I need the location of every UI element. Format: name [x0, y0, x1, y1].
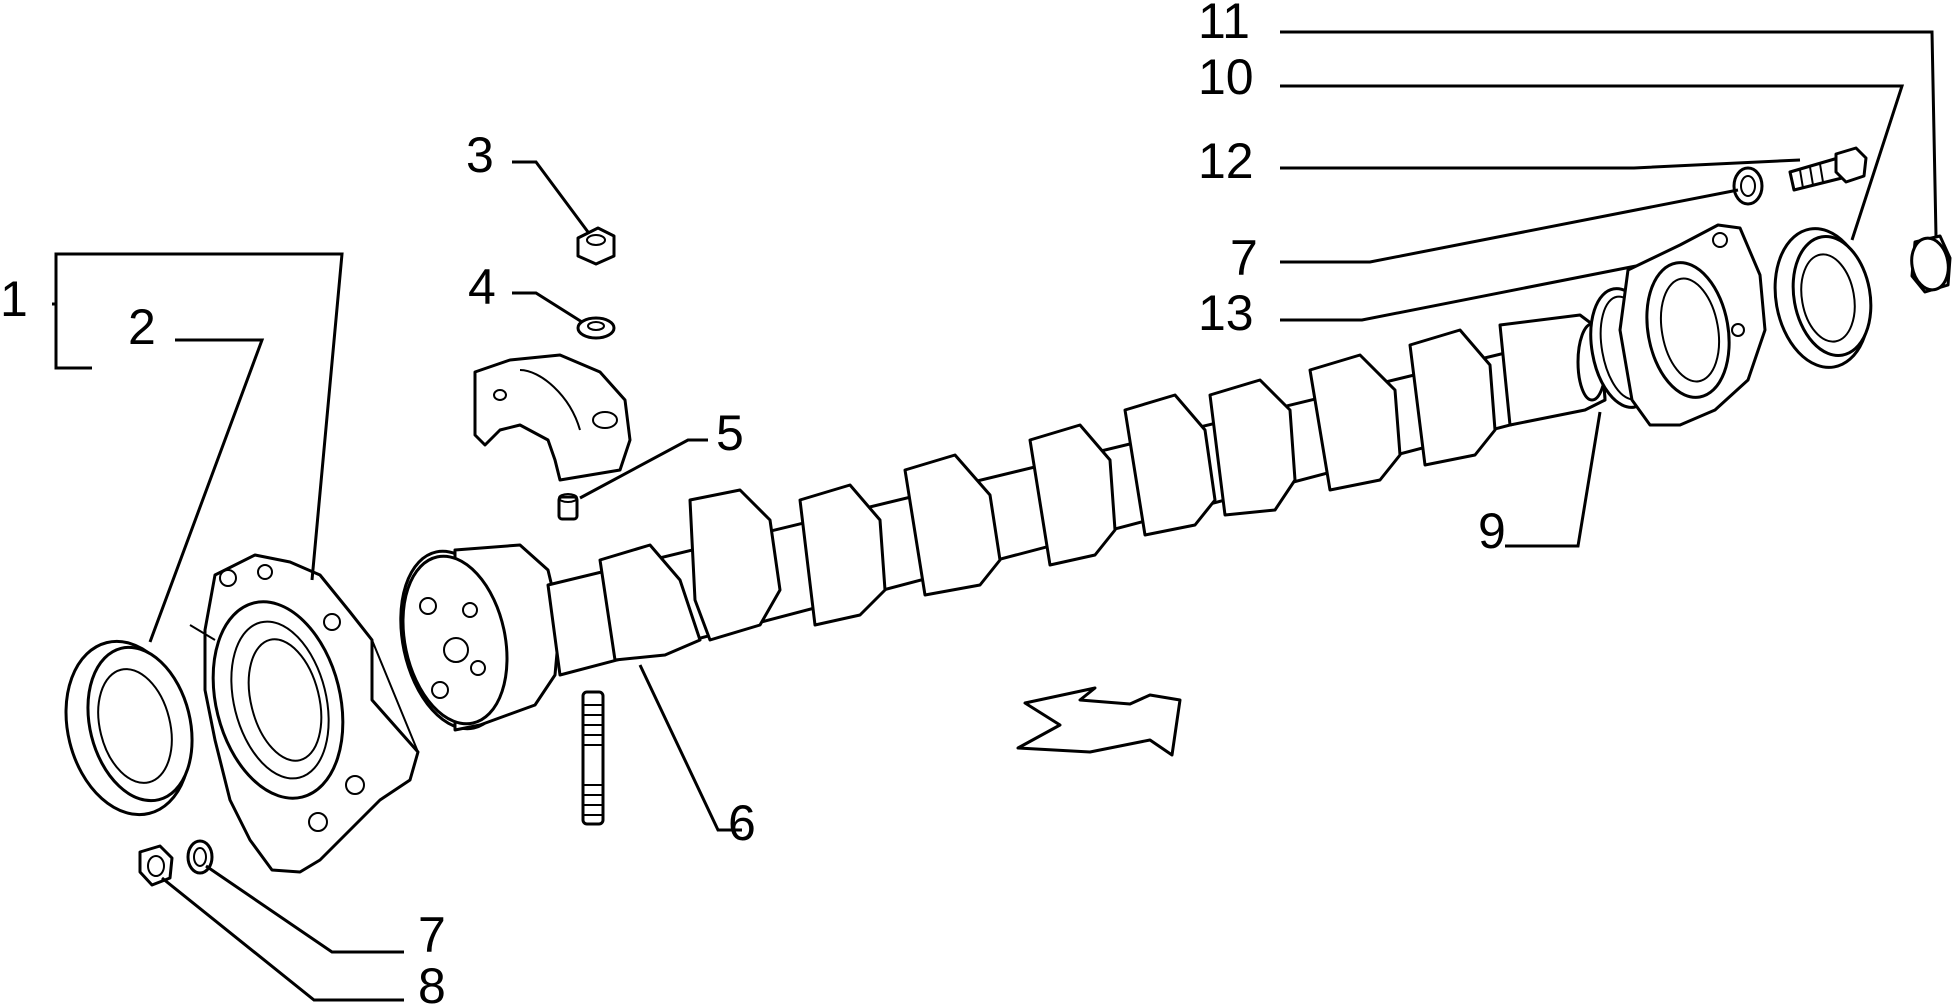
callout-12: 12 — [1198, 133, 1254, 189]
direction-arrow-icon — [1016, 686, 1182, 757]
callout-6: 6 — [728, 795, 756, 851]
callout-7-top: 7 — [1230, 230, 1258, 286]
top-right-washer — [1732, 166, 1764, 206]
callout-10: 10 — [1198, 49, 1254, 105]
bottom-left-washer — [186, 839, 214, 875]
bottom-left-nut — [138, 844, 174, 887]
dowel-pin — [557, 493, 579, 521]
callout-1: 1 — [0, 271, 28, 327]
leader-lines — [52, 30, 1938, 1002]
bolt — [1788, 146, 1868, 192]
bearing-cap — [473, 353, 632, 482]
camshaft — [399, 313, 1608, 732]
callout-7-bottom: 7 — [418, 907, 446, 963]
cap-nut — [576, 226, 616, 266]
callout-4: 4 — [468, 259, 496, 315]
left-camshaft-housing — [189, 553, 420, 874]
cap-plug — [1910, 234, 1952, 294]
callout-2: 2 — [128, 299, 156, 355]
callout-3: 3 — [466, 127, 494, 183]
stud — [581, 690, 605, 826]
left-oil-seal — [64, 639, 194, 817]
cap-washer — [576, 316, 616, 340]
right-camshaft-housing — [1618, 223, 1767, 427]
callout-8: 8 — [418, 958, 446, 1007]
callout-5: 5 — [716, 405, 744, 461]
callout-13: 13 — [1198, 285, 1254, 341]
right-oil-seal — [1773, 227, 1873, 369]
callout-11: 11 — [1198, 0, 1250, 49]
callout-labels: 1 2 3 4 5 6 7 8 9 10 11 12 7 13 — [0, 0, 1506, 1007]
callout-9: 9 — [1478, 503, 1506, 559]
